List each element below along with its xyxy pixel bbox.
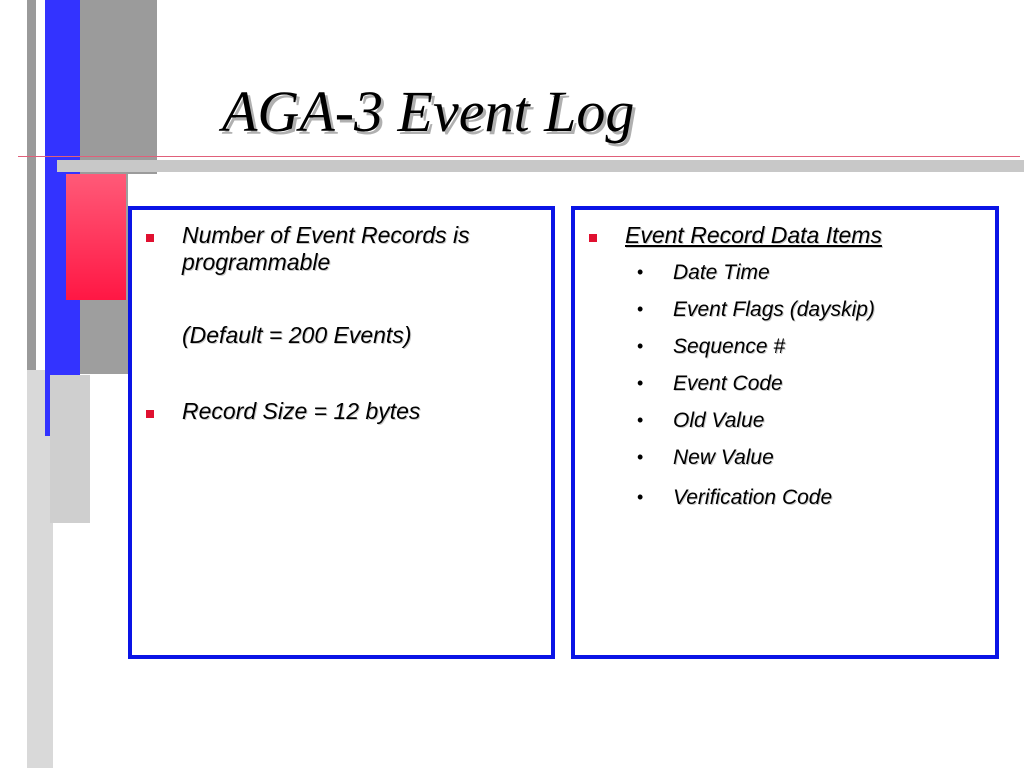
list-item: Date Time (673, 261, 770, 284)
list-item: Verification Code (673, 486, 833, 509)
title-rule (18, 156, 1020, 157)
decor-red-block (66, 174, 126, 300)
bullet-default-note: (Default = 200 Events) (182, 322, 412, 348)
bullet-record-size: Record Size = 12 bytes (182, 398, 421, 424)
bullet-dot-icon: • (637, 447, 644, 467)
data-items-heading: Event Record Data Items (625, 222, 882, 248)
list-item: Event Code (673, 372, 783, 395)
decor-gray-block-top (80, 0, 157, 174)
bullet-line1: Number of Event Records is (182, 222, 470, 248)
list-item: Event Flags (dayskip) (673, 298, 875, 321)
slide-title: AGA-3 Event Log (222, 79, 635, 144)
list-item: Sequence # (673, 335, 786, 358)
bullet-event-records: Number of Event Records is programmable (182, 222, 470, 276)
bullet-dot-icon: • (637, 299, 644, 319)
list-item: Old Value (673, 409, 765, 432)
list-item: New Value (673, 446, 774, 469)
bullet-square-icon (146, 234, 154, 242)
decor-gray-block-low (50, 375, 90, 523)
bullet-dot-icon: • (637, 487, 644, 507)
decor-gray-strip-left (27, 0, 36, 375)
decor-gray-strip-bottom (27, 370, 53, 768)
bullet-dot-icon: • (637, 262, 644, 282)
decor-title-gray-bar (57, 160, 1024, 172)
bullet-dot-icon: • (637, 373, 644, 393)
bullet-line2: programmable (182, 249, 331, 275)
bullet-square-icon (146, 410, 154, 418)
bullet-dot-icon: • (637, 410, 644, 430)
bullet-dot-icon: • (637, 336, 644, 356)
left-panel: Number of Event Records is programmable … (128, 206, 555, 659)
bullet-square-icon (589, 234, 597, 242)
right-panel: Event Record Data Items • Date Time • Ev… (571, 206, 999, 659)
